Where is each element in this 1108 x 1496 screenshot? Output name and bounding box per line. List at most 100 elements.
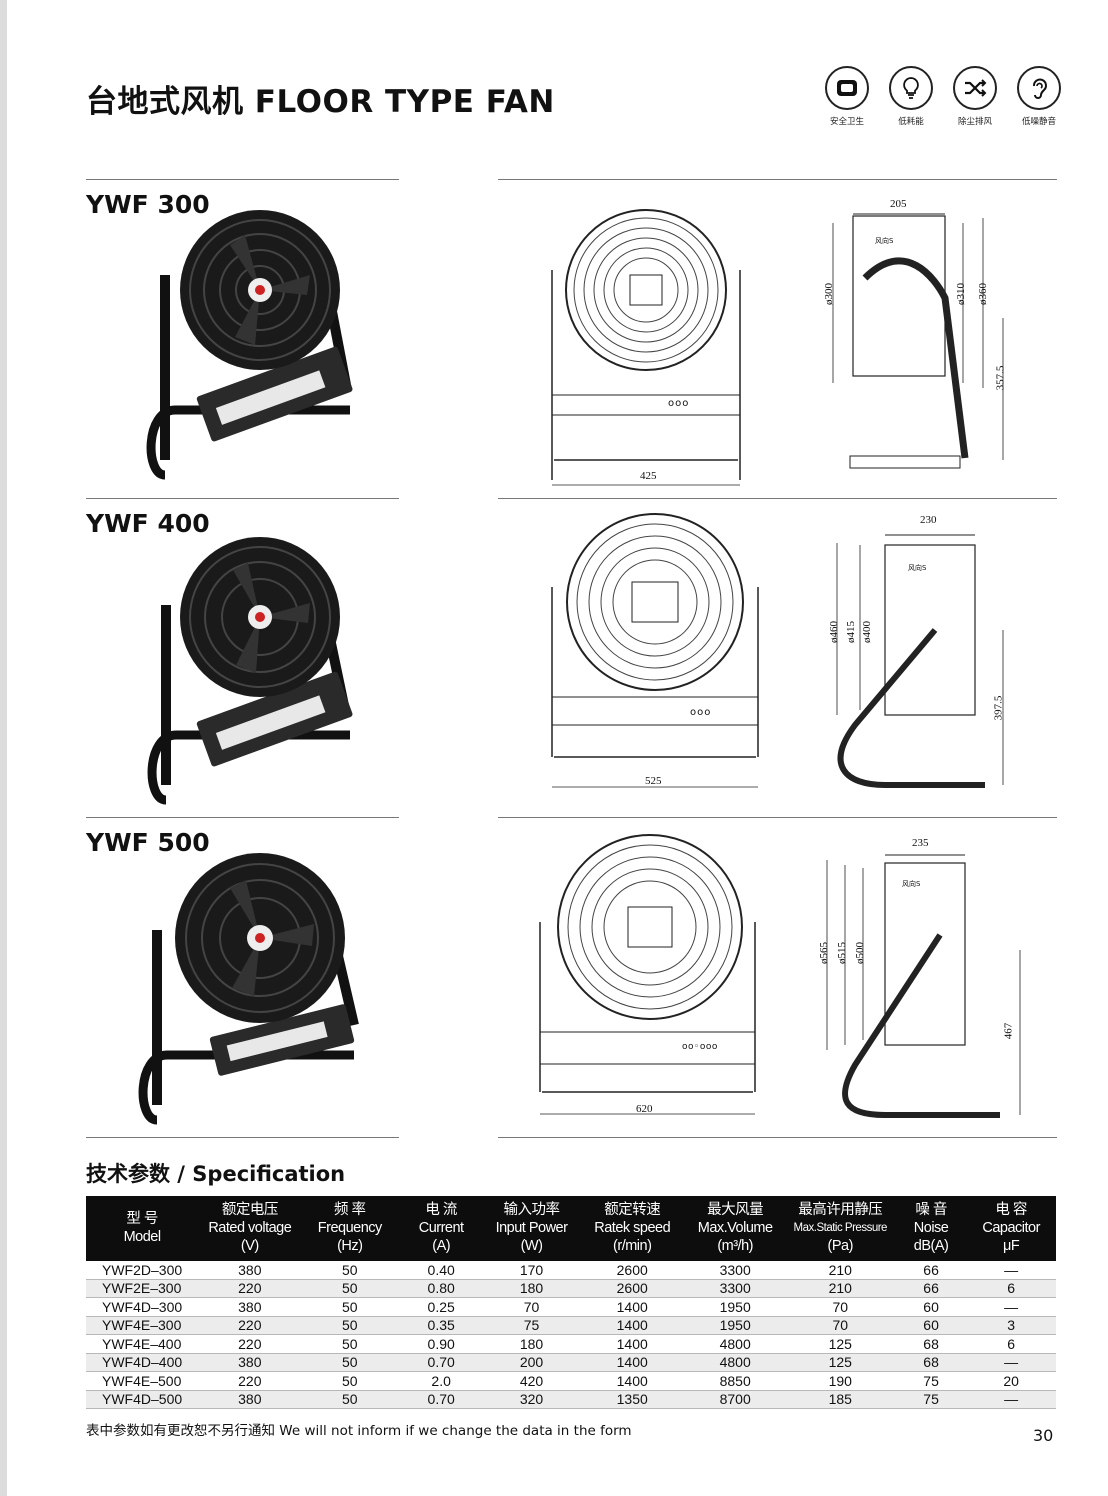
table-cell: 220 xyxy=(198,1334,302,1354)
feature-icons: 安全卫生 低耗能 除尘排风 低噪静音 xyxy=(820,66,1066,127)
header-cn: 噪 音 xyxy=(915,1202,947,1218)
dim-height: 397.5 xyxy=(992,695,1005,721)
lightbulb-icon xyxy=(889,66,933,110)
table-cell: YWF4D–400 xyxy=(86,1353,199,1372)
table-cell: 8850 xyxy=(685,1371,785,1391)
divider xyxy=(498,1137,1057,1138)
feature-label: 低噪静音 xyxy=(1021,117,1056,127)
table-cell: 125 xyxy=(784,1353,896,1372)
model-title: YWF 500 xyxy=(86,828,210,857)
front-view-drawing xyxy=(539,834,756,1115)
divider xyxy=(86,1137,399,1138)
table-cell: 210 xyxy=(784,1279,896,1298)
table-cell: 60 xyxy=(895,1316,967,1335)
table-cell: 220 xyxy=(198,1371,302,1391)
table-cell: 70 xyxy=(784,1316,896,1335)
table-cell: YWF2D–300 xyxy=(86,1261,199,1280)
header-unit: dB(A) xyxy=(913,1238,949,1254)
table-cell: 68 xyxy=(895,1334,967,1354)
table-cell: 20 xyxy=(966,1371,1056,1391)
header-en: Current xyxy=(418,1220,464,1236)
divider xyxy=(86,498,399,499)
dim-width: 525 xyxy=(645,775,662,787)
header-en: Frequency xyxy=(317,1220,383,1236)
table-cell: YWF4D–300 xyxy=(86,1297,199,1317)
header-cn: 额定转速 xyxy=(604,1202,661,1218)
table-cell: YWF4D–500 xyxy=(86,1390,199,1409)
table-cell: 1400 xyxy=(578,1334,686,1354)
table-cell: 75 xyxy=(895,1371,967,1391)
dim-diameter: ø565 xyxy=(818,942,830,964)
header-en: Capacitor xyxy=(982,1220,1040,1236)
table-cell: — xyxy=(966,1261,1056,1280)
table-cell: 6 xyxy=(966,1334,1056,1354)
table-cell: 68 xyxy=(895,1353,967,1372)
fan-photo-ywf500 xyxy=(138,853,359,1125)
header-speed: 额定转速 Ratek speed (r/min) xyxy=(578,1196,686,1261)
dim-diameter: ø460 xyxy=(828,621,840,643)
header-en: Max.Volume xyxy=(697,1220,773,1236)
header-cn: 频 率 xyxy=(334,1202,366,1218)
header-unit: (r/min) xyxy=(613,1238,652,1254)
header-capacitor: 电 容 Capacitor μF xyxy=(966,1196,1056,1261)
control-knobs: oo◦ooo xyxy=(682,1042,718,1052)
table-cell: — xyxy=(966,1390,1056,1409)
header-en: Ratek speed xyxy=(594,1220,671,1236)
header-unit: (V) xyxy=(240,1238,259,1254)
table-cell: 180 xyxy=(484,1279,579,1298)
control-knobs: ooo xyxy=(668,398,690,409)
feature-exhaust: 除尘排风 xyxy=(948,66,1002,127)
table-cell: 0.90 xyxy=(398,1334,485,1354)
header-cn: 电 容 xyxy=(995,1202,1027,1218)
footnote: 表中参数如有更改恕不另行通知 We will not inform if we … xyxy=(86,1423,632,1439)
page-title: 台地式风机 FLOOR TYPE FAN xyxy=(86,84,555,120)
header-en: Model xyxy=(123,1229,162,1245)
table-cell: 3300 xyxy=(685,1279,785,1298)
table-cell: 2.0 xyxy=(398,1371,485,1391)
table-cell: 66 xyxy=(895,1279,967,1298)
table-cell: 75 xyxy=(484,1316,579,1335)
feature-quiet: 低噪静音 xyxy=(1012,66,1066,127)
feature-label: 安全卫生 xyxy=(829,117,864,127)
table-cell: 200 xyxy=(484,1353,579,1372)
table-cell: 420 xyxy=(484,1371,579,1391)
header-unit: μF xyxy=(1003,1238,1020,1254)
table-cell: 1950 xyxy=(685,1316,785,1335)
table-cell: 6 xyxy=(966,1279,1056,1298)
dim-diameter: ø310 xyxy=(955,283,967,305)
table-cell: 50 xyxy=(301,1353,399,1372)
header-cn: 电 流 xyxy=(425,1202,457,1218)
header-cn: 最高许用静压 xyxy=(798,1202,883,1218)
header-cn: 最大风量 xyxy=(707,1202,764,1218)
airflow-label: 风向S xyxy=(908,564,927,572)
header-cn: 输入功率 xyxy=(503,1202,560,1218)
header-en: Max.Static Pressure xyxy=(793,1222,888,1234)
table-cell: 50 xyxy=(301,1297,399,1317)
table-cell: 0.70 xyxy=(398,1390,485,1409)
airflow-label: 风向S xyxy=(875,237,894,245)
table-cell: YWF4E–400 xyxy=(86,1334,199,1354)
table-cell: 1400 xyxy=(578,1371,686,1391)
header-unit: (W) xyxy=(520,1238,543,1254)
table-cell: 4800 xyxy=(685,1334,785,1354)
dim-diameter: ø300 xyxy=(823,283,835,305)
spec-title: 技术参数 / Specification xyxy=(86,1162,346,1186)
side-view-drawing xyxy=(836,534,1004,788)
table-cell: 3300 xyxy=(685,1261,785,1280)
dim-width: 425 xyxy=(640,470,657,482)
side-view-drawing xyxy=(832,213,1004,469)
control-knobs: ooo xyxy=(690,707,712,718)
table-cell: 50 xyxy=(301,1261,399,1280)
table-cell: 2600 xyxy=(578,1279,686,1298)
